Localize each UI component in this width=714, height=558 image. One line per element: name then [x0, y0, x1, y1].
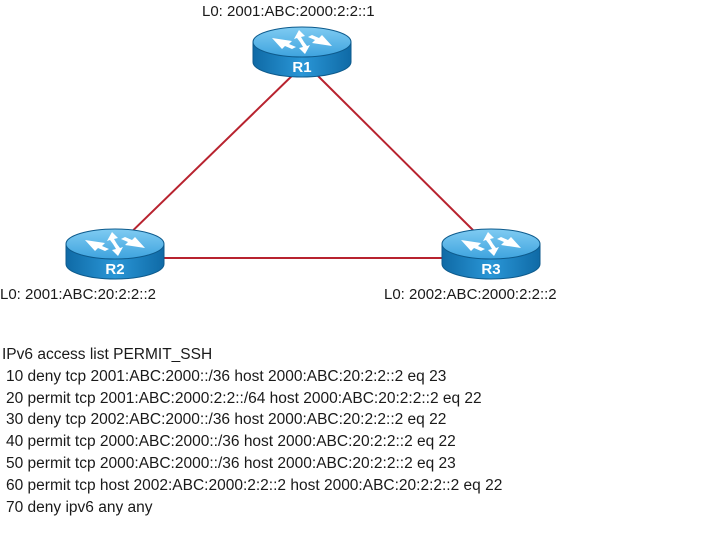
routing-arrows-icon	[85, 232, 145, 256]
acl-entry: 20 permit tcp 2001:ABC:2000:2:2::/64 hos…	[6, 389, 482, 407]
routing-arrows-icon	[272, 30, 332, 54]
router-r3-icon: R3	[441, 228, 541, 280]
acl-entry: 40 permit tcp 2000:ABC:2000::/36 host 20…	[6, 433, 456, 451]
link-r1-r2	[117, 69, 299, 246]
acl-entry: 50 permit tcp 2000:ABC:2000::/36 host 20…	[6, 454, 456, 472]
acl-listing: IPv6 access list PERMIT_SSH 10 deny tcp …	[2, 344, 502, 518]
router-r1-icon: R1	[252, 26, 352, 78]
links-layer	[117, 69, 489, 259]
acl-title: IPv6 access list PERMIT_SSH	[2, 346, 213, 363]
router-r2-loopback-label: L0: 2001:ABC:20:2:2::2	[0, 286, 156, 303]
router-r1-loopback-label: L0: 2001:ABC:2000:2:2::1	[202, 3, 375, 20]
acl-entry: 30 deny tcp 2002:ABC:2000::/36 host 2000…	[6, 411, 447, 429]
router-r2-name: R2	[105, 261, 124, 278]
acl-entry: 70 deny ipv6 any any	[6, 498, 153, 516]
router-r3-loopback-label: L0: 2002:ABC:2000:2:2::2	[384, 286, 557, 303]
router-r2-icon: R2	[65, 228, 165, 280]
router-r1-name: R1	[292, 59, 311, 76]
acl-entry: 60 permit tcp host 2002:ABC:2000:2:2::2 …	[6, 476, 503, 494]
routing-arrows-icon	[461, 232, 521, 256]
router-r3-name: R3	[481, 261, 500, 278]
acl-entry: 10 deny tcp 2001:ABC:2000::/36 host 2000…	[6, 367, 447, 385]
link-r1-r3	[311, 69, 489, 246]
